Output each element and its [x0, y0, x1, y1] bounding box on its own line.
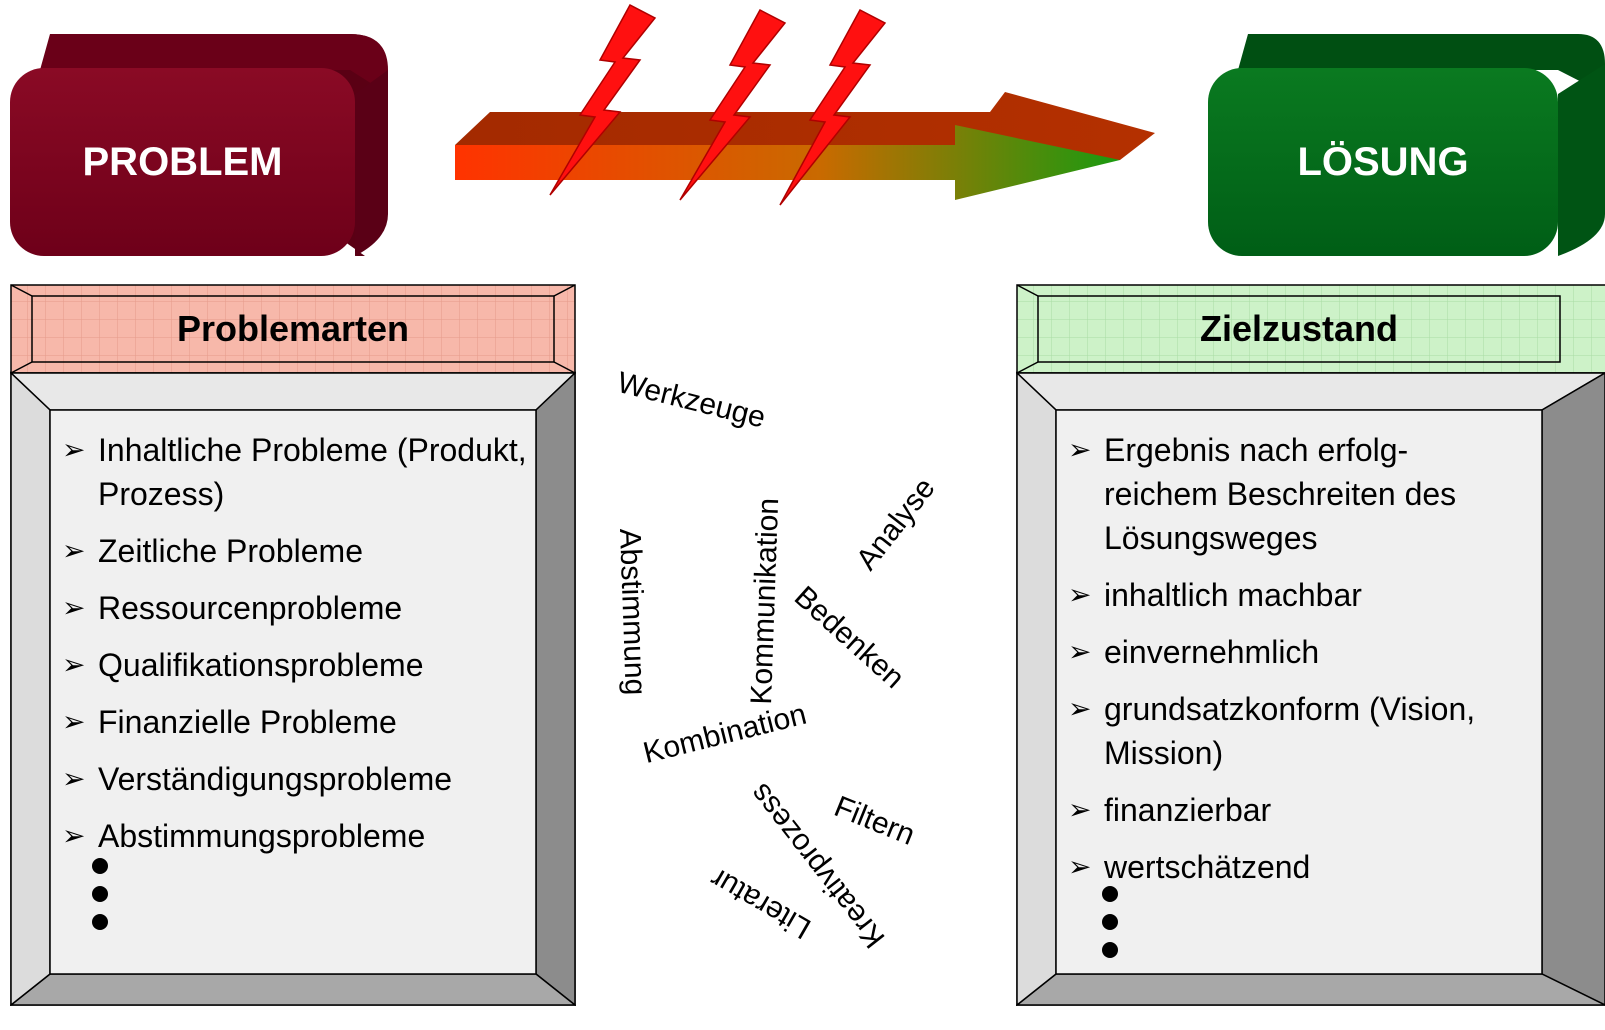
word-bedenken: Bedenken: [787, 580, 911, 695]
lightning-bolt-icon: [679, 8, 787, 201]
list-item: ➢Abstimmungsprobleme: [62, 814, 532, 858]
target-state-frame: [1016, 284, 1605, 1006]
continuation-dots: [1102, 886, 1118, 970]
bullet-arrow-icon: ➢: [62, 535, 86, 566]
bullet-arrow-icon: ➢: [62, 706, 86, 737]
target-state-box: Zielzustand: [1016, 284, 1605, 1006]
bullet-arrow-icon: ➢: [62, 820, 86, 851]
dot-icon: [1102, 942, 1118, 958]
dot-icon: [1102, 914, 1118, 930]
solution-block: LÖSUNG: [1208, 34, 1605, 256]
problem-types-title: Problemarten: [176, 308, 410, 349]
solution-block-shape: [1208, 34, 1605, 256]
bullet-arrow-icon: ➢: [1068, 851, 1092, 882]
list-item: ➢Inhaltliche Probleme (Produkt, Prozess): [62, 428, 532, 516]
problem-label: PROBLEM: [82, 139, 283, 184]
bullet-arrow-icon: ➢: [1068, 794, 1092, 825]
list-item: ➢finanzierbar: [1068, 788, 1478, 832]
problem-types-box: Problemarten: [10, 284, 576, 1006]
dot-icon: [92, 858, 108, 874]
solution-label: LÖSUNG: [1297, 139, 1469, 184]
transition-arrow: [455, 92, 1155, 200]
bullet-arrow-icon: ➢: [1068, 636, 1092, 667]
word-kommunikation: Kommunikation: [745, 497, 786, 706]
target-state-title: Zielzustand: [1199, 308, 1399, 349]
list-item: ➢Qualifikationsprobleme: [62, 643, 532, 687]
problem-block: PROBLEM: [10, 34, 390, 256]
list-item: ➢Finanzielle Probleme: [62, 700, 532, 744]
problem-types-list: ➢Inhaltliche Probleme (Produkt, Prozess)…: [62, 428, 532, 871]
word-werkzeuge: Werkzeuge: [614, 366, 769, 435]
word-filtern: Filtern: [829, 790, 920, 852]
bullet-arrow-icon: ➢: [1068, 579, 1092, 610]
word-abstimmung: Abstimmung: [613, 528, 652, 696]
dot-icon: [92, 886, 108, 902]
target-state-list: ➢Ergebnis nach erfolg-reichem Beschreite…: [1068, 428, 1478, 902]
list-item: ➢Verständigungsprobleme: [62, 757, 532, 801]
list-item: ➢inhaltlich machbar: [1068, 573, 1478, 617]
list-item: ➢Ressourcenprobleme: [62, 586, 532, 630]
bullet-arrow-icon: ➢: [62, 763, 86, 794]
lightning-bolts: [549, 3, 887, 206]
list-item: ➢Zeitliche Probleme: [62, 529, 532, 573]
word-kombination: Kombination: [640, 697, 810, 771]
word-literatur: Literatur: [704, 861, 817, 945]
bullet-arrow-icon: ➢: [1068, 434, 1092, 465]
problem-types-frame: [10, 284, 576, 1006]
continuation-dots: [92, 858, 108, 942]
list-item: ➢Ergebnis nach erfolg-reichem Beschreite…: [1068, 428, 1478, 560]
word-analyse: Analyse: [850, 471, 942, 577]
list-item: ➢wertschätzend: [1068, 845, 1478, 889]
dot-icon: [92, 914, 108, 930]
lightning-bolt-icon: [779, 8, 887, 206]
bullet-arrow-icon: ➢: [1068, 693, 1092, 724]
bullet-arrow-icon: ➢: [62, 649, 86, 680]
list-item: ➢grundsatzkonform (Vision, Mission): [1068, 687, 1478, 775]
lightning-bolt-icon: [549, 3, 657, 196]
problem-block-shape: [10, 34, 388, 256]
dot-icon: [1102, 886, 1118, 902]
list-item: ➢einvernehmlich: [1068, 630, 1478, 674]
bullet-arrow-icon: ➢: [62, 434, 86, 465]
bullet-arrow-icon: ➢: [62, 592, 86, 623]
